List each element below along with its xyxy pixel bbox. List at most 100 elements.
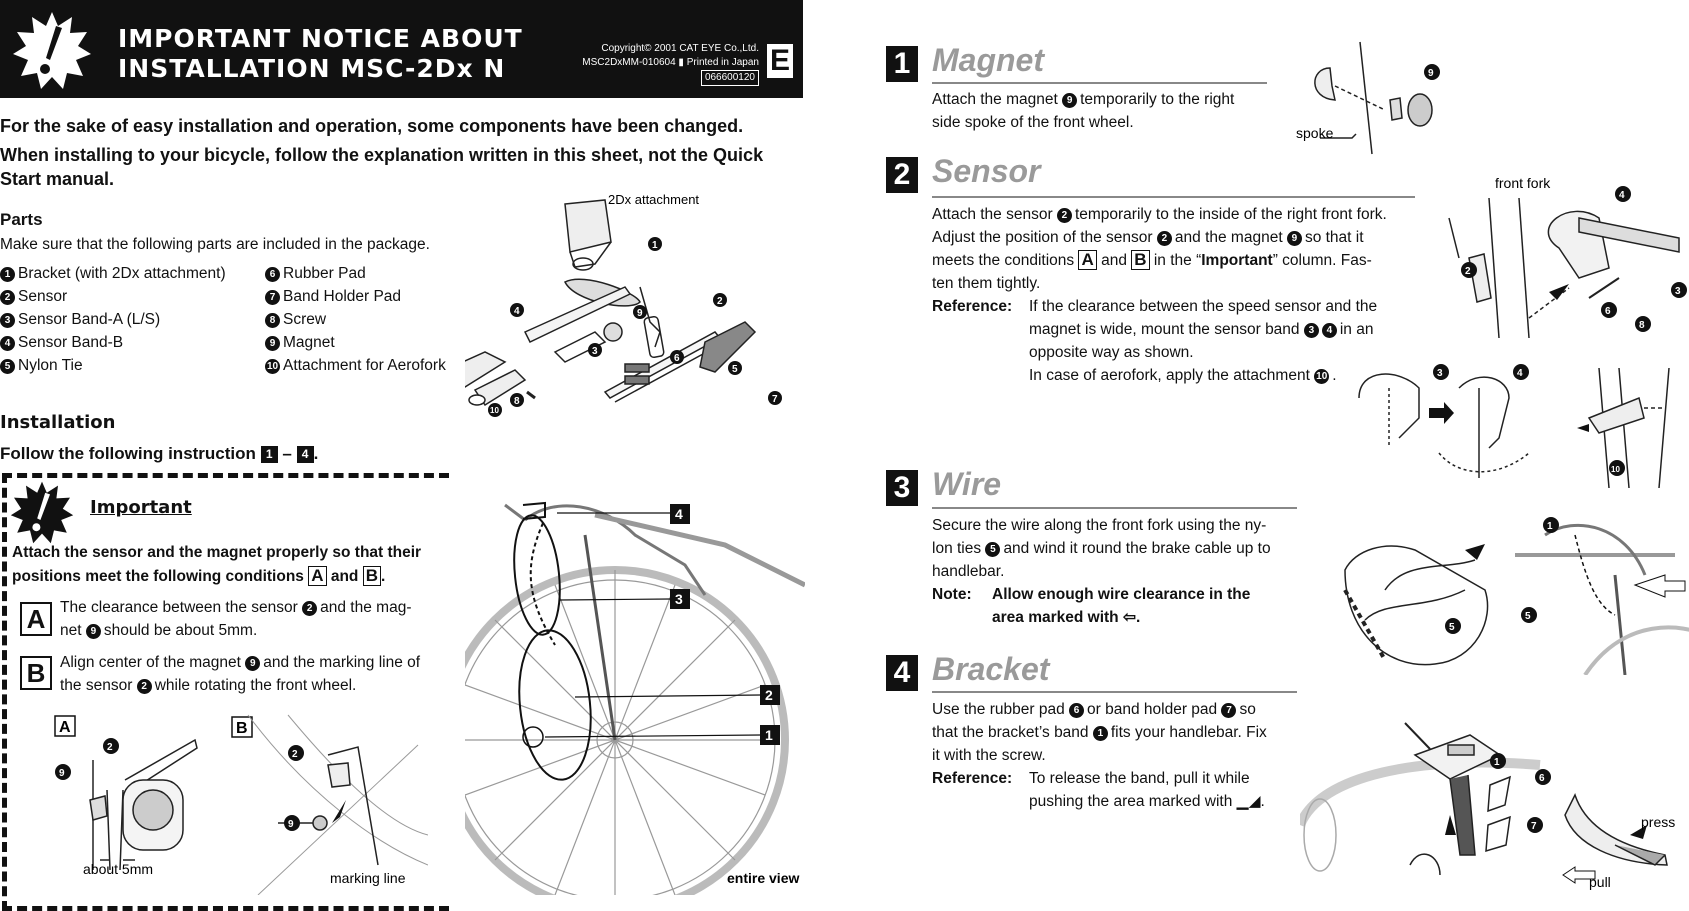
svg-text:9: 9 (59, 768, 65, 779)
doc-code: MSC2DxMM-010604 (582, 57, 675, 68)
aerofork-attachment-illustration: 10 (465, 350, 545, 420)
section-1-rule (932, 82, 1267, 84)
svg-text:6: 6 (674, 353, 680, 364)
condition-a-letter: A (20, 602, 52, 636)
section-2-reference-label: Reference: (932, 295, 1037, 318)
entire-marker-2: 2 (765, 687, 773, 703)
section-3-note-label: Note: (932, 583, 972, 606)
svg-text:5: 5 (732, 364, 738, 375)
intro-line1: For the sake of easy installation and op… (0, 114, 805, 138)
magnet-illustration: 9 spoke (1290, 38, 1460, 158)
important-title: Important (90, 497, 192, 518)
front-fork-label: front fork (1495, 175, 1551, 191)
header-title-line2: INSTALLATION MSC-2Dx N (118, 54, 505, 83)
printed-text: Printed in Japan (687, 57, 759, 68)
condition-b-tag: B (363, 566, 381, 586)
svg-text:3: 3 (1437, 368, 1443, 379)
entire-view-illustration: 4 3 2 1 entire view (465, 475, 805, 895)
attachment-label: 2Dx attachment (608, 192, 699, 207)
about-5mm-label: about 5mm (83, 861, 153, 877)
section-3-rule (932, 507, 1297, 509)
marking-line-label: marking line (330, 870, 406, 886)
svg-text:4: 4 (1517, 368, 1523, 379)
exclamation-burst-icon (12, 10, 92, 90)
svg-text:2: 2 (107, 742, 113, 753)
entire-view-label: entire view (727, 870, 799, 886)
language-badge: E (767, 44, 793, 78)
svg-text:10: 10 (1611, 465, 1620, 474)
figure-a-clearance: A 2 9 about 5mm (45, 710, 235, 890)
svg-text:9: 9 (288, 819, 294, 830)
svg-text:1: 1 (652, 240, 658, 251)
installation-heading: Installation (0, 412, 115, 433)
figure-b-marking-line: B 2 9 marking line (228, 705, 428, 895)
clearance-arrow-icon: ⇦ (1123, 609, 1136, 626)
parts-description: Make sure that the following parts are i… (0, 233, 430, 256)
svg-text:1: 1 (1547, 521, 1553, 532)
section-4-reference-text: To release the band, pull it while pushi… (1029, 767, 1297, 813)
section-3-number: 3 (886, 470, 918, 506)
section-1-number: 1 (886, 46, 918, 82)
svg-text:B: B (236, 720, 248, 737)
svg-text:5: 5 (1449, 622, 1455, 633)
entire-marker-3: 3 (675, 591, 683, 607)
doc-code-line: MSC2DxMM-010604 ▮ Printed in Japan (582, 56, 759, 70)
important-lead: Attach the sensor and the magnet properl… (12, 541, 421, 589)
svg-text:6: 6 (1539, 773, 1545, 784)
section-4-title: Bracket (932, 651, 1049, 688)
svg-text:7: 7 (772, 394, 778, 405)
sensor-fork-illustration: front fork 4 2 3 6 8 (1429, 168, 1689, 348)
wire-bike-illustration: 1 5 (1515, 515, 1689, 675)
section-4-rule (932, 691, 1297, 693)
wire-detail-illustration: 5 (1325, 530, 1505, 670)
entire-marker-4: 4 (675, 506, 683, 522)
release-tab-icon: ▁◢ (1237, 793, 1261, 810)
exclamation-burst-icon (10, 480, 74, 544)
svg-text:6: 6 (1605, 306, 1611, 317)
step-marker: 1 (261, 446, 278, 463)
svg-text:3: 3 (592, 346, 598, 357)
release-band-illustration: press pull (1555, 785, 1685, 895)
header-copyright-block: Copyright© 2001 CAT EYE Co.,Ltd. MSC2DxM… (582, 42, 759, 86)
svg-text:A: A (59, 719, 71, 736)
section-2-rule (932, 196, 1415, 198)
pull-label: pull (1589, 874, 1611, 890)
step-marker: 4 (297, 446, 314, 463)
svg-text:3: 3 (1675, 286, 1681, 297)
intro-line2: When installing to your bicycle, follow … (0, 143, 805, 191)
section-1-title: Magnet (932, 42, 1044, 79)
svg-text:4: 4 (514, 306, 520, 317)
section-2-number: 2 (886, 157, 918, 193)
condition-b-letter: B (20, 656, 52, 690)
svg-text:4: 4 (1619, 190, 1625, 201)
aerofork-mount-illustration: 10 (1569, 358, 1689, 498)
svg-text:2: 2 (292, 749, 298, 760)
bracket-illustration: 1 6 7 (1300, 715, 1570, 895)
spoke-label: spoke (1296, 125, 1334, 141)
entire-marker-1: 1 (765, 727, 773, 743)
svg-text:7: 7 (1531, 821, 1537, 832)
header-banner: IMPORTANT NOTICE ABOUT INSTALLATION MSC-… (0, 0, 803, 98)
svg-text:2: 2 (717, 296, 723, 307)
svg-text:1: 1 (1494, 757, 1500, 768)
parts-heading: Parts (0, 210, 43, 230)
header-title-line1: IMPORTANT NOTICE ABOUT (118, 24, 523, 53)
svg-text:2: 2 (1465, 266, 1471, 277)
svg-text:8: 8 (1639, 320, 1645, 331)
reverse-mount-illustration: 3 4 (1349, 358, 1569, 478)
condition-a-tag: A (308, 566, 326, 586)
part-number-line: 066600120 (582, 70, 759, 86)
section-2-title: Sensor (932, 153, 1040, 190)
